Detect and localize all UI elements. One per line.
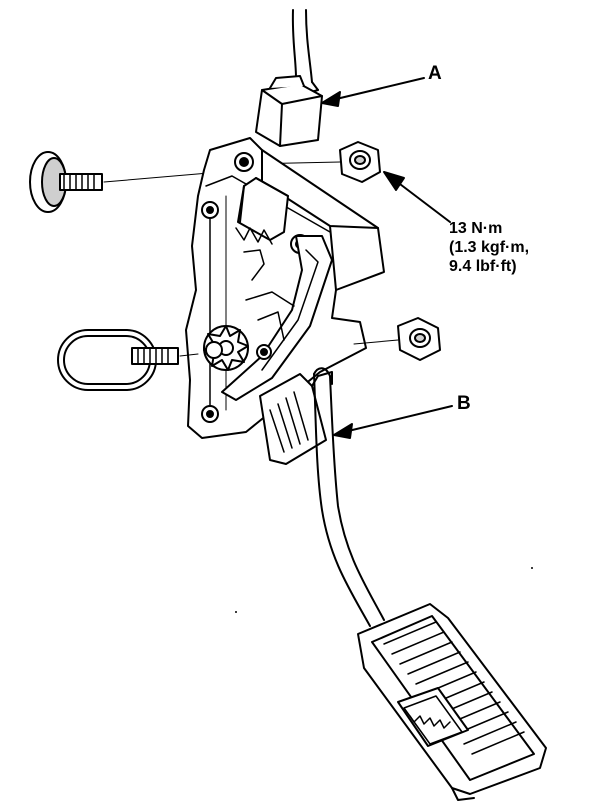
torque-leader: [383, 171, 451, 223]
lower-bolt: [57, 329, 199, 391]
callout-label-a: A: [428, 63, 442, 84]
scan-specks: [235, 567, 533, 613]
callout-b-leader: [333, 405, 453, 439]
connector-a: [255, 75, 323, 147]
callout-a-leader: [321, 77, 425, 107]
pedal-pad: [357, 603, 547, 801]
torque-line-1: 13 N·m: [449, 220, 503, 237]
torque-line-2: (1.3 kgf·m,: [449, 239, 530, 256]
upper-bolt: [29, 151, 245, 213]
upper-nut: [249, 141, 381, 183]
pedal-linkage: [203, 235, 333, 401]
sensor-module: [235, 177, 289, 245]
lower-nut: [353, 317, 441, 361]
callout-label-b: B: [457, 393, 471, 414]
torque-spec: 13 N·m (1.3 kgf·m, 9.4 lbf·ft): [449, 219, 529, 276]
pedal-arm: [313, 367, 385, 627]
torque-line-3: 9.4 lbf·ft): [449, 258, 517, 275]
